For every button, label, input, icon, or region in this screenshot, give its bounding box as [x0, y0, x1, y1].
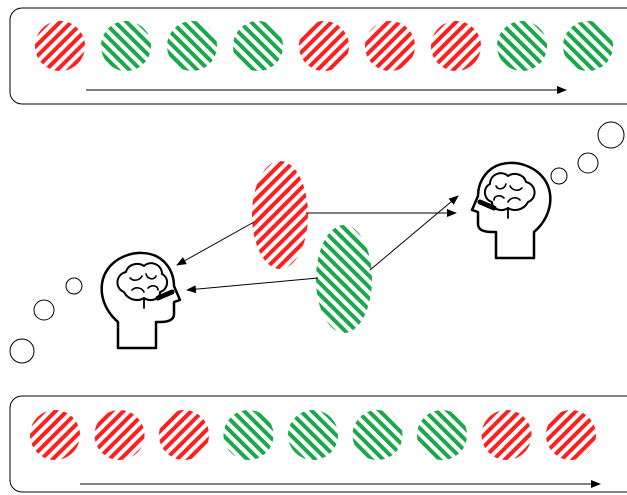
top-circle-row — [35, 21, 613, 71]
bottom-sequence-panel — [10, 396, 627, 492]
top-circle-5-red — [299, 21, 349, 71]
top-circle-2-green — [101, 21, 151, 71]
red-ellipse — [252, 161, 308, 269]
arrow-green-to-left-head — [187, 278, 318, 290]
bottom-circle-2-red — [95, 410, 145, 460]
brain-head-icon-left — [102, 253, 180, 348]
bottom-circle-row — [30, 410, 596, 460]
left-thought-bubble-large — [10, 339, 34, 363]
bottom-circle-5-green — [288, 410, 338, 460]
right-thought-bubbles — [551, 122, 624, 184]
arrow-green-to-right-head — [370, 196, 458, 270]
left-thought-bubble-medium — [34, 300, 54, 320]
top-circle-4-green — [233, 21, 283, 71]
green-ellipse — [316, 225, 372, 333]
bottom-circle-9-red — [546, 410, 596, 460]
bottom-circle-3-red — [159, 410, 209, 460]
right-thought-bubble-large — [598, 122, 624, 148]
top-circle-8-green — [497, 21, 547, 71]
bottom-circle-4-green — [224, 410, 274, 460]
bottom-circle-8-red — [482, 410, 532, 460]
bottom-circle-6-green — [353, 410, 403, 460]
left-thought-bubbles — [10, 278, 82, 363]
right-thought-bubble-small — [551, 168, 567, 184]
top-circle-6-red — [365, 21, 415, 71]
top-circle-9-green — [563, 21, 613, 71]
bottom-circle-7-green — [417, 410, 467, 460]
top-circle-3-green — [167, 21, 217, 71]
top-sequence-panel — [10, 8, 627, 104]
top-circle-1-red — [35, 21, 85, 71]
bottom-circle-1-red — [30, 410, 80, 460]
right-thought-bubble-medium — [578, 153, 598, 173]
left-thought-bubble-small — [66, 278, 82, 294]
brain-head-icon-right — [472, 163, 550, 258]
top-circle-7-red — [431, 21, 481, 71]
arrow-red-to-left-head — [177, 222, 254, 265]
